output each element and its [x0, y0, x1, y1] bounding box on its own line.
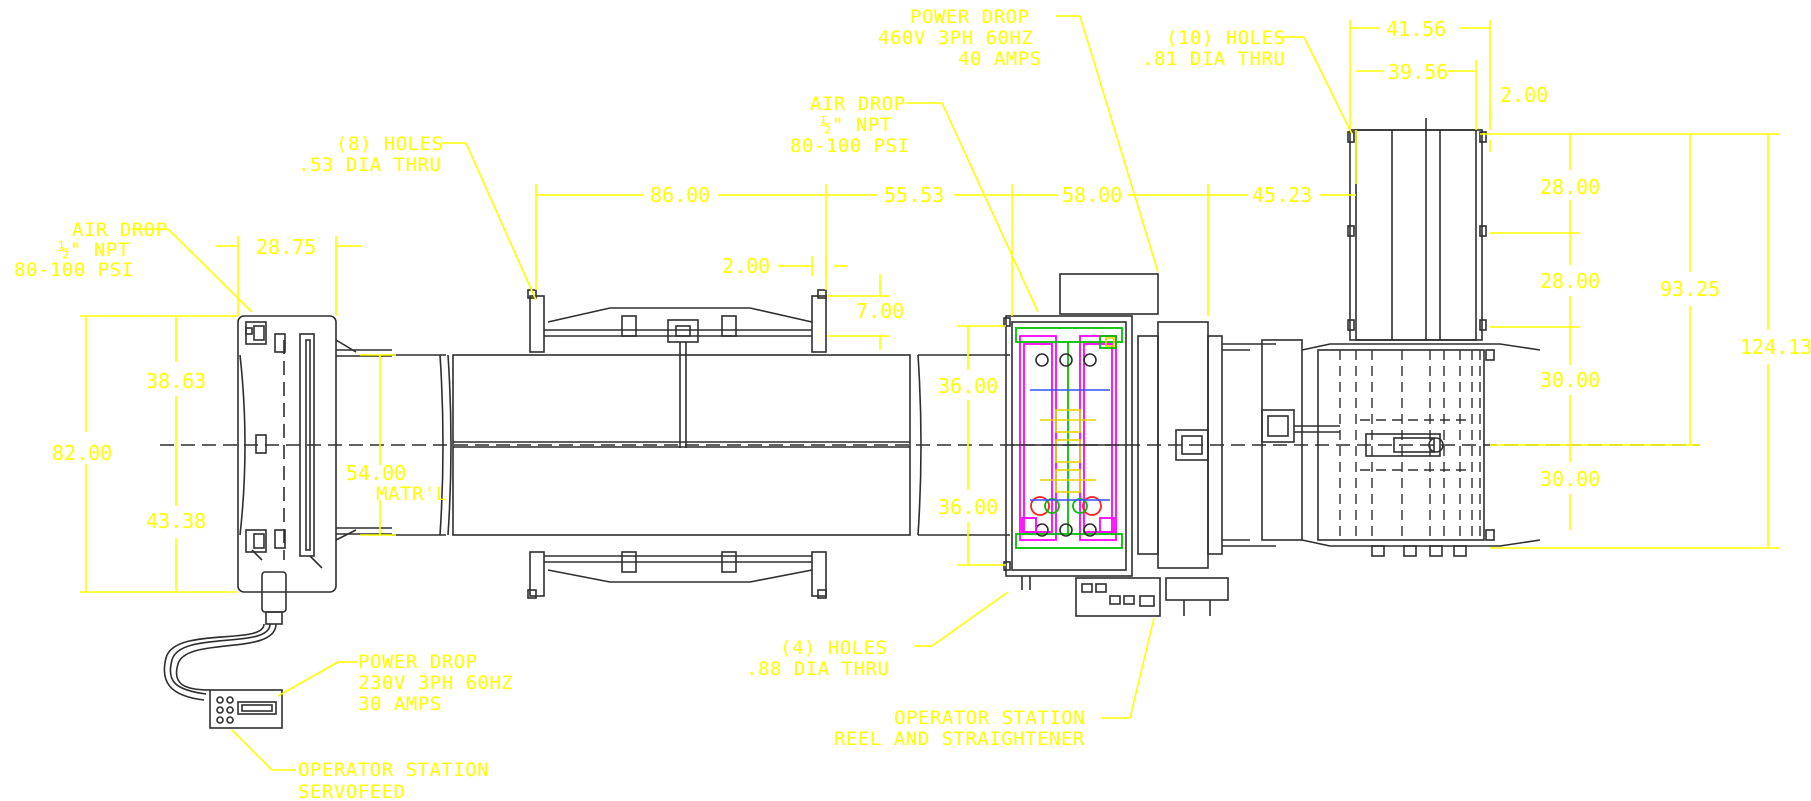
dim-86: 86.00	[650, 183, 710, 207]
dim-124-13: 124.13	[1740, 335, 1811, 359]
air-drop-center-line1: AIR DROP	[810, 93, 906, 115]
dim-28-a: 28.00	[1540, 175, 1600, 199]
power-drop-top-line3: 40 AMPS	[958, 48, 1042, 70]
operator-servofeed-line1: OPERATOR STATION	[298, 759, 489, 781]
air-drop-center-line2: ½" NPT	[820, 114, 892, 136]
dim-2-mid: 2.00	[722, 254, 770, 278]
operator-reel-line1: OPERATOR STATION	[894, 707, 1085, 729]
dim-82: 82.00	[52, 441, 112, 465]
dim-55-53: 55.53	[884, 183, 944, 207]
dim-38-63: 38.63	[146, 369, 206, 393]
holes-8-line2: .53 DIA THRU	[298, 154, 441, 176]
holes-4-line1: (4) HOLES	[780, 637, 887, 659]
loop-support-frame	[527, 289, 827, 599]
air-drop-center-line3: 80-100 PSI	[790, 135, 909, 157]
dim-36-top: 36.00	[938, 374, 998, 398]
dim-7: 7.00	[856, 299, 904, 323]
power-drop-bottom-line3: 30 AMPS	[358, 693, 442, 715]
holes-10-line2: .81 DIA THRU	[1142, 48, 1285, 70]
dim-58: 58.00	[1062, 183, 1122, 207]
power-drop-top-line1: POWER DROP	[910, 6, 1029, 28]
annotation-labels: AIR DROP ½" NPT 80-100 PSI (8) HOLES .53…	[14, 6, 1285, 801]
straightener-unit	[1003, 273, 1340, 617]
dim-30-b: 30.00	[1540, 467, 1600, 491]
dim-41-56: 41.56	[1386, 17, 1446, 41]
dim-43-38: 43.38	[146, 509, 206, 533]
dim-54: 54.00	[346, 461, 406, 485]
air-drop-left-line3: 80-100 PSI	[14, 259, 133, 281]
power-drop-top-line2: 460V 3PH 60HZ	[878, 27, 1033, 49]
dim-45-23: 45.23	[1252, 183, 1312, 207]
material-strip	[392, 354, 1010, 536]
dim-28-b: 28.00	[1540, 269, 1600, 293]
operator-reel-line2: REEL AND STRAIGHTENER	[834, 728, 1085, 750]
dim-36-bot: 36.00	[938, 495, 998, 519]
holes-10-line1: (10) HOLES	[1166, 27, 1285, 49]
dim-30-a: 30.00	[1540, 368, 1600, 392]
power-drop-bottom-line2: 230V 3PH 60HZ	[358, 672, 513, 694]
dimension-values: 28.75 86.00 55.53 58.00 45.23 2.00 7.00 …	[52, 17, 1811, 533]
air-drop-left-line1: AIR DROP	[72, 219, 168, 241]
leader-lines	[132, 15, 1353, 771]
servofeed-operator-pendant	[209, 689, 283, 729]
holes-8-line1: (8) HOLES	[336, 133, 443, 155]
servofeed-unit	[163, 315, 392, 701]
operator-servofeed-line2: SERVOFEED	[298, 781, 405, 801]
air-drop-left-line2: ½" NPT	[58, 239, 130, 261]
dim-39-56: 39.56	[1388, 60, 1448, 84]
dim-2-right: 2.00	[1500, 83, 1548, 107]
reel-unit	[1301, 118, 1541, 557]
holes-4-line2: .88 DIA THRU	[746, 658, 889, 680]
dimension-lines	[80, 20, 1780, 593]
power-drop-bottom-line1: POWER DROP	[358, 651, 477, 673]
material-label: MATR'L	[376, 483, 448, 505]
dim-93-25: 93.25	[1660, 277, 1720, 301]
dim-28-75: 28.75	[256, 235, 316, 259]
